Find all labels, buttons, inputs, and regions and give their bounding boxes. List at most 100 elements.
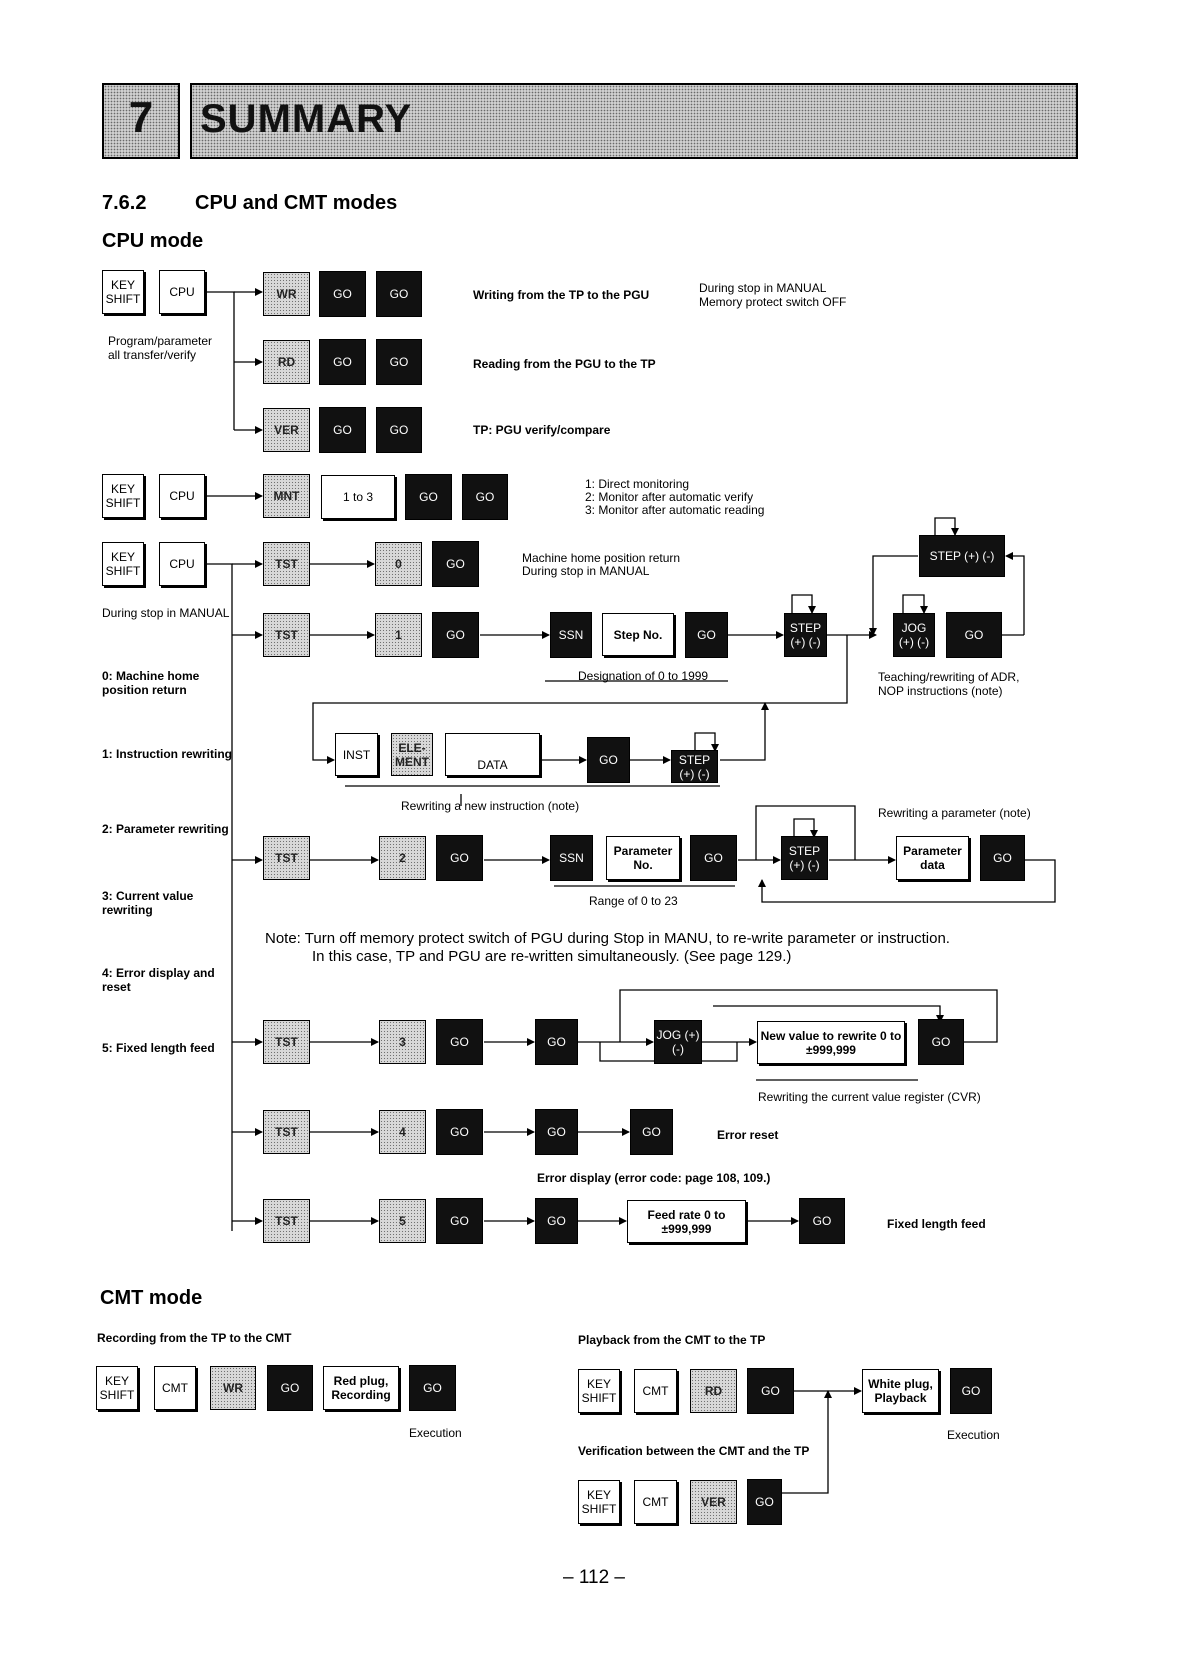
step-button[interactable]: STEP (+) (-) <box>919 535 1005 577</box>
mnt-note-1: 1: Direct monitoring <box>585 477 690 491</box>
go-button[interactable]: GO <box>747 1479 782 1525</box>
teaching-note: Teaching/rewriting of ADR, NOP instructi… <box>878 670 1020 698</box>
execution-note: Execution <box>409 1426 462 1440</box>
go-button[interactable]: GO <box>436 1198 483 1244</box>
tst-button[interactable]: TST <box>263 1199 310 1243</box>
go-button[interactable]: GO <box>267 1365 313 1411</box>
go-button[interactable]: GO <box>436 1019 483 1065</box>
step-button[interactable]: STEP (+) (-) <box>671 750 718 783</box>
white-plug-field[interactable]: White plug, Playback <box>862 1369 939 1413</box>
go-button[interactable]: GO <box>376 271 422 317</box>
go-button[interactable]: GO <box>535 1109 578 1155</box>
jog-button[interactable]: JOG (+) (-) <box>654 1020 702 1064</box>
range-note: Range of 0 to 23 <box>589 894 678 908</box>
rd-button[interactable]: RD <box>690 1369 737 1413</box>
key-shift-button[interactable]: KEY SHIFT <box>578 1480 620 1524</box>
go-button[interactable]: GO <box>685 612 728 658</box>
ssn-button[interactable]: SSN <box>550 612 592 658</box>
legend-5: 5: Fixed length feed <box>102 1041 215 1055</box>
step-number-field[interactable]: Step No. <box>602 613 674 656</box>
inst-button[interactable]: INST <box>335 733 378 776</box>
tst-button[interactable]: TST <box>263 1110 310 1154</box>
one-to-three-button[interactable]: 1 to 3 <box>321 475 395 519</box>
new-value-field[interactable]: New value to rewrite 0 to ±999,999 <box>757 1021 905 1064</box>
cvr-note: Rewriting the current value register (CV… <box>758 1090 981 1104</box>
go-button[interactable]: GO <box>799 1198 845 1244</box>
go-button[interactable]: GO <box>587 737 630 783</box>
digit-4-button[interactable]: 4 <box>379 1110 426 1154</box>
mnt-button[interactable]: MNT <box>263 474 310 518</box>
step-button[interactable]: STEP (+) (-) <box>784 613 827 657</box>
ver-button[interactable]: VER <box>263 408 310 452</box>
error-reset-note: Error reset <box>717 1128 779 1142</box>
designation-note: Designation of 0 to 1999 <box>578 669 709 683</box>
recording-note: Recording from the TP to the CMT <box>97 1331 292 1345</box>
go-button[interactable]: GO <box>462 474 508 520</box>
key-shift-button[interactable]: KEY SHIFT <box>102 474 144 518</box>
go-button[interactable]: GO <box>319 271 366 317</box>
cpu-mode-heading: CPU mode <box>102 230 204 252</box>
digit-5-button[interactable]: 5 <box>379 1199 426 1243</box>
key-shift-button[interactable]: KEY SHIFT <box>102 270 144 314</box>
feed-rate-field[interactable]: Feed rate 0 to ±999,999 <box>627 1200 746 1243</box>
cpu-button[interactable]: CPU <box>159 542 205 586</box>
go-button[interactable]: GO <box>630 1109 673 1155</box>
cmt-button[interactable]: CMT <box>634 1369 677 1413</box>
tst-button[interactable]: TST <box>263 542 310 586</box>
tst-button[interactable]: TST <box>263 613 310 657</box>
go-button[interactable]: GO <box>946 612 1002 658</box>
go-button[interactable]: GO <box>376 407 422 453</box>
rd-button[interactable]: RD <box>263 340 310 384</box>
go-button[interactable]: GO <box>747 1368 794 1414</box>
go-button[interactable]: GO <box>409 1365 456 1411</box>
go-button[interactable]: GO <box>535 1198 578 1244</box>
go-button[interactable]: GO <box>436 835 483 881</box>
red-plug-field[interactable]: Red plug, Recording <box>323 1366 399 1410</box>
jog-button[interactable]: JOG (+) (-) <box>893 613 935 657</box>
wr-button[interactable]: WR <box>263 272 310 316</box>
go-button[interactable]: GO <box>432 541 479 587</box>
cpu-button[interactable]: CPU <box>159 474 205 518</box>
step-button[interactable]: STEP (+) (-) <box>781 836 828 880</box>
go-button[interactable]: GO <box>319 407 366 453</box>
key-shift-button[interactable]: KEY SHIFT <box>102 542 144 586</box>
go-button[interactable]: GO <box>405 474 452 520</box>
home-manual-note: During stop in MANUAL <box>522 564 650 578</box>
cmt-button[interactable]: CMT <box>634 1480 677 1524</box>
go-button[interactable]: GO <box>436 1109 483 1155</box>
tst-button[interactable]: TST <box>263 836 310 880</box>
parameter-number-field[interactable]: Parameter No. <box>606 836 680 880</box>
cpu-button[interactable]: CPU <box>159 270 205 314</box>
fixed-feed-note: Fixed length feed <box>887 1217 986 1231</box>
go-button[interactable]: GO <box>376 339 422 385</box>
go-button[interactable]: GO <box>535 1019 578 1065</box>
ssn-button[interactable]: SSN <box>550 835 593 881</box>
digit-0-button[interactable]: 0 <box>375 542 422 586</box>
data-field[interactable]: DATA <box>445 733 540 776</box>
home-return-note: Machine home position return <box>522 551 681 565</box>
during-stop-note: During stop in MANUAL <box>102 606 230 620</box>
go-button[interactable]: GO <box>918 1019 964 1065</box>
key-shift-button[interactable]: KEY SHIFT <box>578 1369 620 1413</box>
digit-1-button[interactable]: 1 <box>375 613 422 657</box>
digit-3-button[interactable]: 3 <box>379 1020 426 1064</box>
element-button[interactable]: ELE-MENT <box>391 733 433 776</box>
digit-2-button[interactable]: 2 <box>379 836 426 880</box>
key-shift-button[interactable]: KEY SHIFT <box>96 1366 138 1410</box>
tst-button[interactable]: TST <box>263 1020 310 1064</box>
legend-1: 1: Instruction rewriting <box>102 747 233 761</box>
cmt-button[interactable]: CMT <box>154 1366 196 1410</box>
chapter-number-box <box>102 83 180 159</box>
go-button[interactable]: GO <box>432 612 479 658</box>
legend-3: 3: Current value rewriting <box>102 889 194 917</box>
program-parameter-note: Program/parameter all transfer/verify <box>108 334 213 362</box>
go-button[interactable]: GO <box>980 835 1025 881</box>
parameter-data-field[interactable]: Parameter data <box>896 836 969 880</box>
go-button[interactable]: GO <box>950 1368 992 1414</box>
go-button[interactable]: GO <box>690 835 737 881</box>
ver-button[interactable]: VER <box>690 1480 737 1524</box>
wr-button[interactable]: WR <box>210 1366 256 1410</box>
legend-2: 2: Parameter rewriting <box>102 822 229 836</box>
go-button[interactable]: GO <box>319 339 366 385</box>
